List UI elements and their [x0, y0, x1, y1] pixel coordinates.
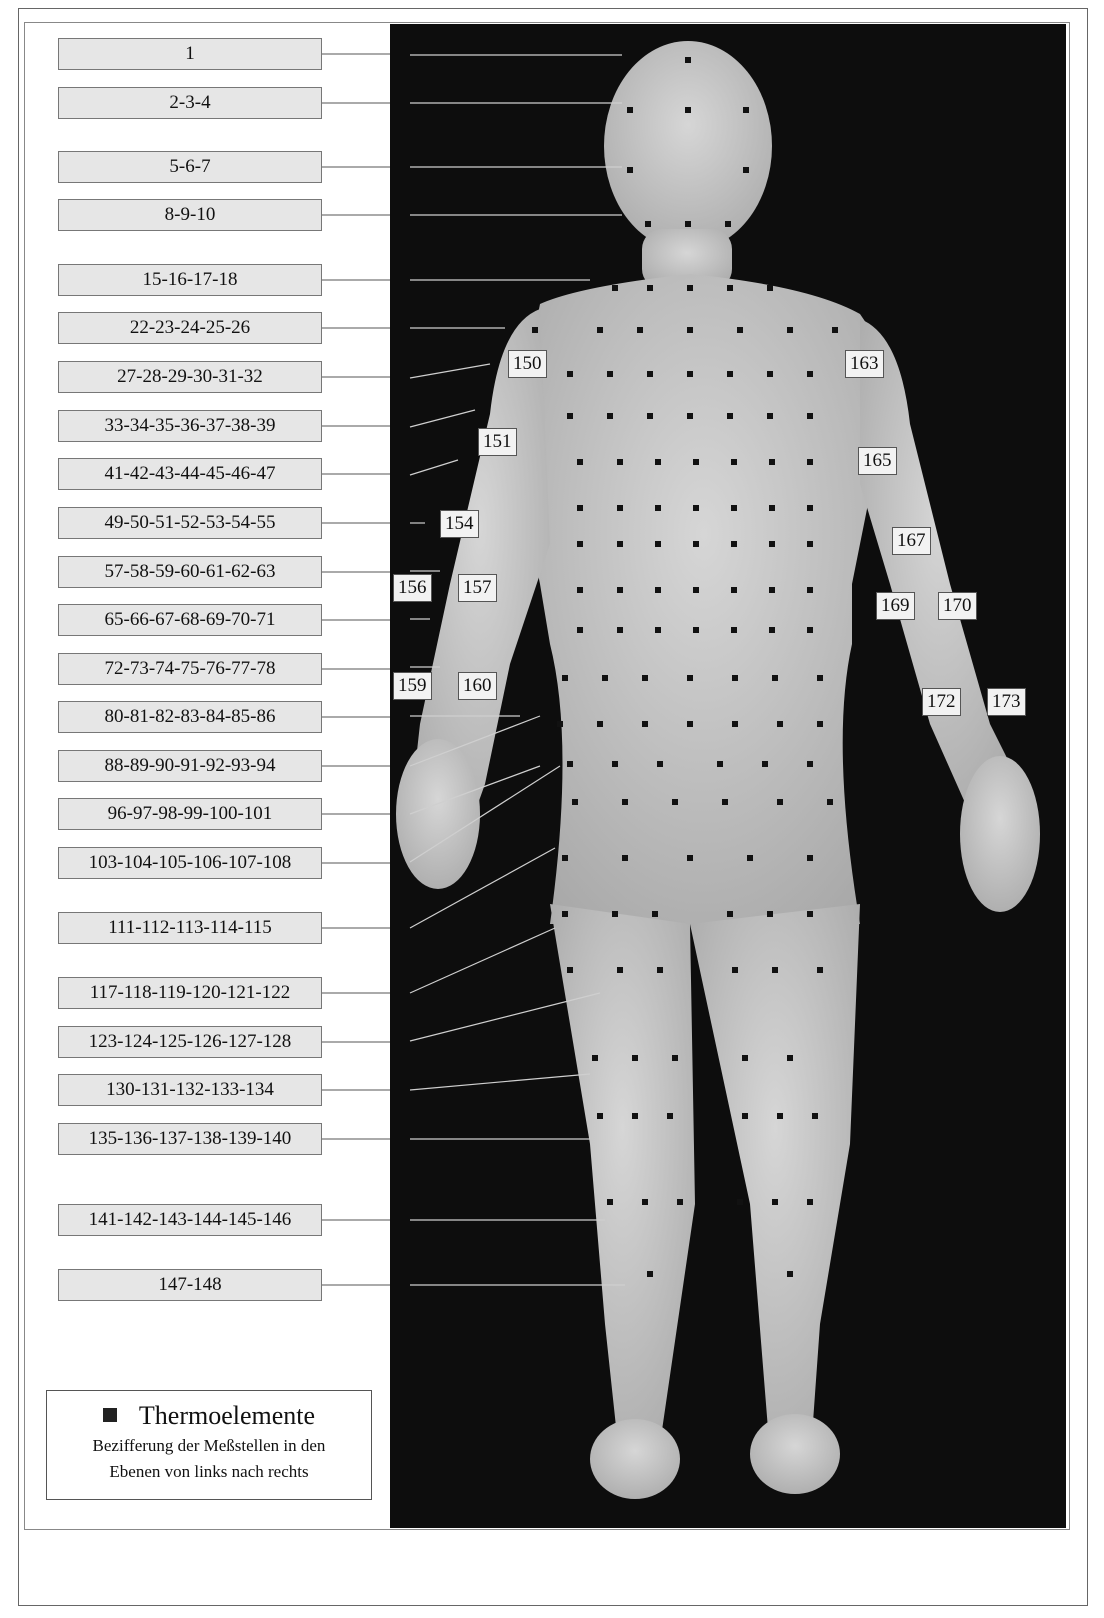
measurement-point-tag: 151	[478, 428, 517, 456]
measurement-point-tag: 169	[876, 592, 915, 620]
measurement-point-tag: 156	[393, 574, 432, 602]
measurement-point-tag: 170	[938, 592, 977, 620]
legend-box: Thermoelemente Bezifferung der Meßstelle…	[46, 1390, 372, 1500]
measurement-point-tag: 154	[440, 510, 479, 538]
measurement-point-tag: 165	[858, 447, 897, 475]
measurement-point-tag: 159	[393, 672, 432, 700]
level-leader-line	[410, 716, 540, 766]
level-leader-line	[410, 1074, 590, 1090]
level-leader-line	[410, 766, 540, 814]
measurement-point-tag: 163	[845, 350, 884, 378]
legend-title: Thermoelemente	[139, 1401, 315, 1430]
level-leader-line	[410, 993, 600, 1041]
thermocouple-symbol-icon	[103, 1408, 117, 1422]
measurement-point-tag: 160	[458, 672, 497, 700]
level-leader-line	[410, 460, 458, 475]
measurement-point-tag: 173	[987, 688, 1026, 716]
measurement-point-tag: 167	[892, 527, 931, 555]
measurement-point-tag: 157	[458, 574, 497, 602]
level-leader-line	[410, 928, 555, 993]
legend-title-row: Thermoelemente	[47, 1401, 371, 1431]
level-leader-line	[410, 410, 475, 427]
measurement-point-tag: 150	[508, 350, 547, 378]
legend-line-2: Ebenen von links nach rechts	[47, 1461, 371, 1483]
legend-line-1: Bezifferung der Meßstellen in den	[47, 1435, 371, 1457]
measurement-point-tag: 172	[922, 688, 961, 716]
level-leader-line	[410, 364, 490, 378]
level-leader-line	[410, 766, 560, 862]
level-leader-line	[410, 848, 555, 928]
